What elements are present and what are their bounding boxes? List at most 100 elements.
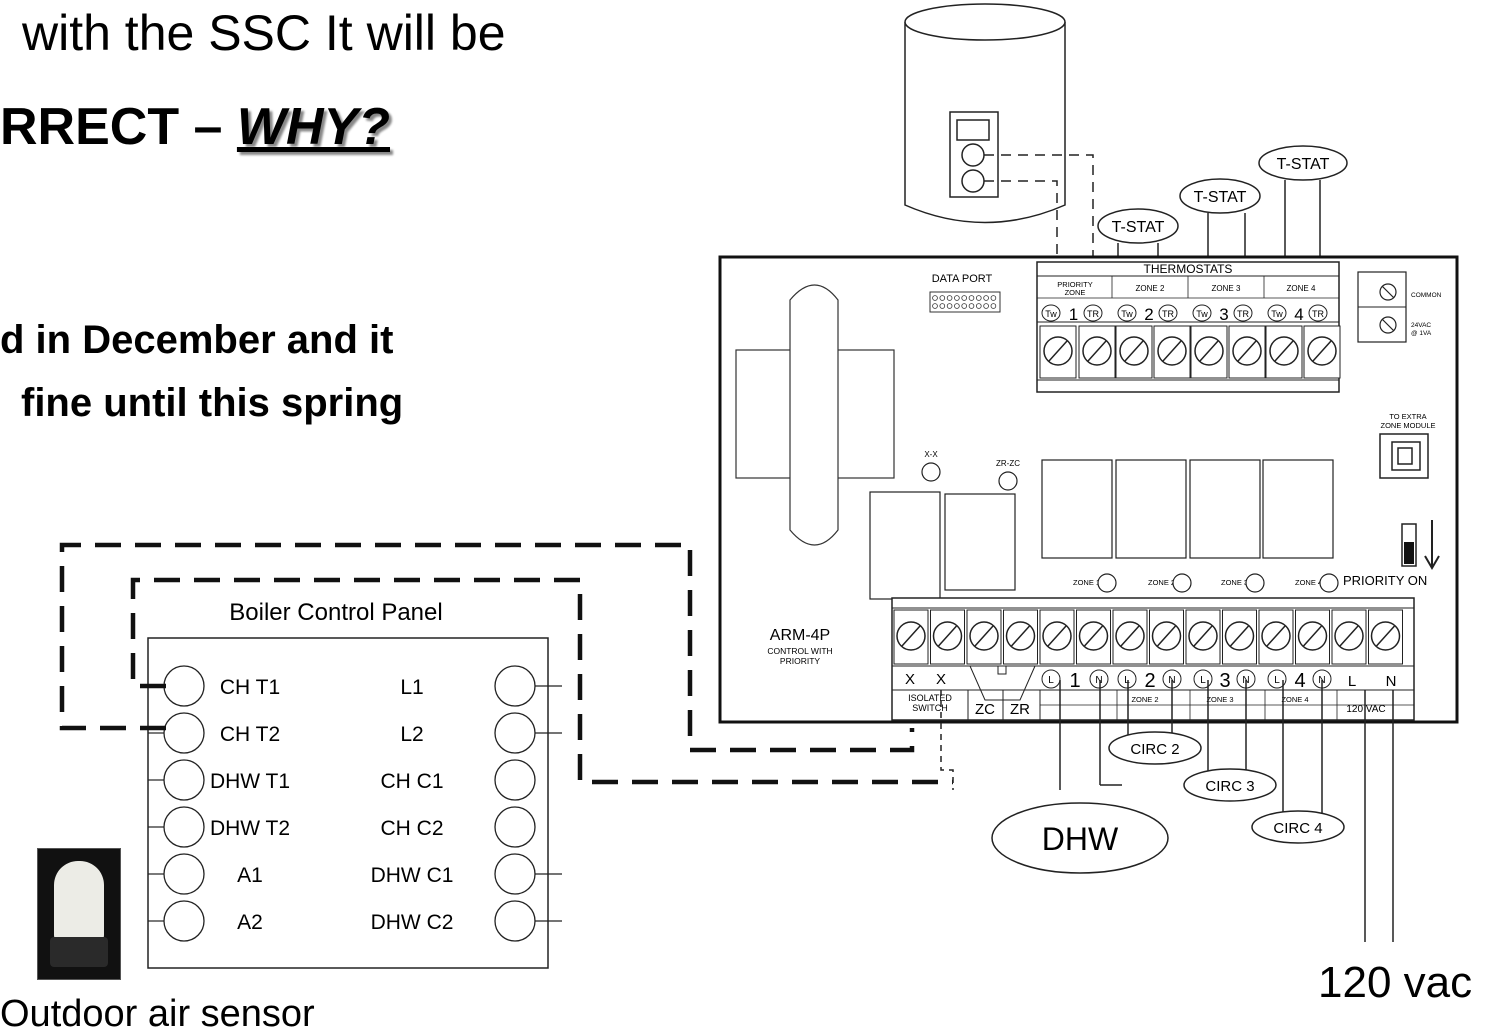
boiler-right-terminal: [494, 806, 536, 848]
data-port-pin: [954, 303, 960, 309]
data-port-pin: [983, 303, 989, 309]
bottom-screw-slot: [1229, 625, 1250, 647]
zone-l-marker: [1041, 669, 1061, 689]
data-port-pin: [990, 295, 997, 301]
boiler-right-label: L2: [400, 723, 423, 746]
tw-label: Tw: [1045, 309, 1057, 319]
boiler-panel-title: Boiler Control Panel: [229, 599, 442, 626]
data-port-pin: [939, 303, 946, 309]
tstat-2: T-STAT: [1179, 178, 1261, 258]
priority-switch: [1401, 520, 1440, 570]
boiler-left-label: DHW T1: [210, 770, 290, 793]
sensor-body: [54, 861, 104, 943]
dhw-pump: DHW: [991, 802, 1169, 874]
outdoor-air-sensor-photo: [37, 848, 121, 980]
bottom-screw-slot: [1047, 625, 1067, 647]
zone-led: [1097, 573, 1117, 593]
tstat-screw-slot: [1312, 340, 1332, 362]
tstat-3-label: T-STAT: [1277, 156, 1330, 173]
tw-terminal-marker: [1192, 304, 1212, 322]
slide-line-1: with the SSC It will be: [22, 5, 506, 61]
data-port-pin: [968, 303, 975, 309]
tstat-1-label: T-STAT: [1112, 219, 1165, 236]
slide-line-2-prefix: RRECT –: [0, 98, 237, 156]
vac24-label-1: 24VAC: [1411, 322, 1431, 329]
zc-label: ZC: [975, 701, 995, 718]
transformer: [735, 284, 895, 546]
bottom-screw-slot: [901, 625, 921, 647]
tw-terminal-marker: [1117, 304, 1137, 322]
common-label: COMMON: [1411, 292, 1442, 299]
bottom-screw-slot: [1266, 625, 1286, 647]
extra-zone-connector: [1379, 433, 1429, 479]
boiler-right-terminal: [494, 900, 536, 942]
boiler-left-terminal: [163, 853, 205, 895]
vac120-terminal-label: 120 VAC: [1346, 704, 1385, 715]
zone-l-label: L: [1200, 675, 1206, 686]
bottom-screw-slot: [1010, 625, 1031, 647]
tr-label: TR: [1162, 309, 1174, 319]
arm-subtitle-2: PRIORITY: [780, 656, 820, 666]
boiler-left-label: DHW T2: [210, 817, 290, 840]
slide-line-4: fine until this spring: [21, 381, 404, 425]
arm-4p-board: DATA PORT THERMOSTATS PRIORITY ZONE ZONE…: [718, 255, 1459, 724]
zone-led-label: ZONE 3: [1221, 578, 1248, 587]
data-port-pin: [932, 303, 938, 309]
boiler-left-terminal: [163, 759, 205, 801]
arm-subtitle-1: CONTROL WITH: [767, 646, 832, 656]
dhw-label: DHW: [1042, 821, 1119, 857]
tstat-3: T-STAT: [1258, 145, 1348, 258]
tstat-zone-digit: 2: [1144, 305, 1153, 324]
data-port-pin: [975, 295, 982, 301]
tstat-zone-digit: 1: [1069, 305, 1078, 324]
tw-label: Tw: [1271, 309, 1283, 319]
data-port-pin: [983, 295, 989, 301]
zone-n-marker: [1089, 669, 1109, 689]
zrzc-jumper: [998, 471, 1018, 491]
bottom-screw-slot: [1375, 625, 1396, 647]
zone-header-2: ZONE 2: [1136, 284, 1165, 293]
boiler-right-label: CH C1: [380, 770, 443, 793]
slide-line-2-emphasis: WHY?: [236, 98, 391, 156]
zone-l-label: L: [1124, 675, 1130, 686]
thermostats-header: THERMOSTATS: [1144, 262, 1233, 276]
boiler-right-label: L1: [400, 676, 423, 699]
zone-header-3: ZONE 3: [1212, 284, 1241, 293]
boiler-right-terminal: [494, 665, 536, 707]
water-heater-tank: [904, 3, 1066, 224]
tr-terminal-marker: [1308, 304, 1328, 322]
circ-4-label: CIRC 4: [1273, 820, 1322, 837]
isolated-label-1: ISOLATED: [908, 693, 952, 703]
tstat-screw-slot: [1087, 340, 1107, 362]
data-port-pin: [946, 303, 953, 309]
zone-led: [1245, 573, 1265, 593]
line-l-label: L: [1348, 673, 1356, 690]
extra-zone-label-1: TO EXTRA: [1389, 412, 1426, 421]
tw-label: Tw: [1121, 309, 1133, 319]
boiler-right-terminal: [494, 712, 536, 754]
data-port-pin: [954, 295, 960, 301]
data-port-pin: [990, 303, 997, 309]
tstat-zone-digit: 3: [1219, 305, 1228, 324]
circ-3-label: CIRC 3: [1205, 778, 1254, 795]
data-port-pin: [961, 303, 967, 309]
tr-terminal-marker: [1083, 304, 1103, 322]
bottom-screw-slot: [974, 625, 994, 647]
extra-zone-label-2: ZONE MODULE: [1380, 421, 1435, 430]
zone-led-label: ZONE 4: [1295, 578, 1322, 587]
zone-led: [1172, 573, 1192, 593]
zone-header-4: ZONE 4: [1287, 284, 1316, 293]
data-port-pin: [961, 295, 967, 301]
line-n-label: N: [1386, 673, 1397, 690]
tstat-terminal-screws: [1039, 325, 1341, 379]
tstat-screw-slot: [1124, 340, 1144, 362]
boiler-right-label: CH C2: [380, 817, 443, 840]
tstat-screw-slot: [1237, 340, 1257, 362]
bottom-screw-slot: [1193, 625, 1213, 647]
